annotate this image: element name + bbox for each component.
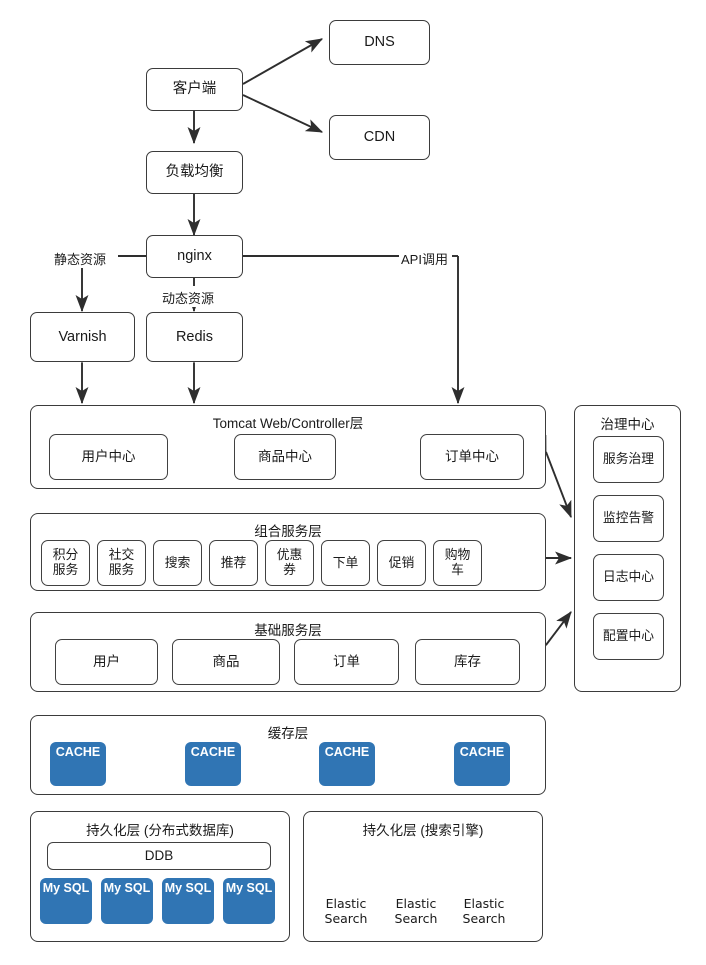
tomcat-layer-title: Tomcat Web/Controller层: [212, 416, 364, 431]
tomcat-item-label: 订单中心: [445, 449, 499, 465]
node-load-balancer[interactable]: 负载均衡: [146, 151, 243, 194]
mysql-label: My SQL: [42, 881, 90, 895]
governance-center: 治理中心 服务治理 监控告警 日志中心 配置中心: [574, 405, 681, 692]
composite-item-coupon[interactable]: 优惠券: [265, 540, 314, 586]
cache-layer-title: 缓存层: [267, 726, 309, 741]
ddb-node[interactable]: DDB: [47, 842, 271, 870]
governance-item-service-governance[interactable]: 服务治理: [593, 436, 664, 483]
edge-label-static-resource: 静态资源: [52, 249, 109, 268]
mysql-label: My SQL: [103, 881, 151, 895]
elasticsearch-label: Elastic: [395, 896, 437, 911]
basic-item-order[interactable]: 订单: [294, 639, 399, 685]
elasticsearch-node[interactable]: Elastic Search: [456, 896, 512, 926]
elasticsearch-node[interactable]: Elastic Search: [388, 896, 444, 926]
basic-item-label: 库存: [454, 654, 481, 670]
basic-service-layer: 基础服务层 用户 商品 订单 库存: [30, 612, 546, 692]
mysql-node[interactable]: My SQL: [162, 878, 214, 924]
governance-item-label: 配置中心: [602, 628, 655, 644]
persistence-search-layer: 持久化层 (搜索引擎): [303, 811, 543, 942]
node-varnish-label: Varnish: [58, 328, 107, 345]
composite-item-place-order[interactable]: 下单: [321, 540, 370, 586]
composite-item-shopping-cart[interactable]: 购物车: [433, 540, 482, 586]
governance-item-monitoring-alert[interactable]: 监控告警: [593, 495, 664, 542]
composite-item-label: 下单: [332, 554, 359, 570]
cache-node[interactable]: CACHE: [454, 742, 510, 786]
elasticsearch-node[interactable]: Elastic Search: [318, 896, 374, 926]
composite-service-layer: 组合服务层 积分服务 社交服务 搜索 推荐 优惠券 下单 促销 购物车: [30, 513, 546, 591]
elasticsearch-label: Elastic: [325, 896, 367, 911]
cache-node-label: CACHE: [324, 745, 370, 759]
composite-item-label: 推荐: [220, 554, 247, 570]
persistence-database-layer: 持久化层 (分布式数据库) DDB My SQL My SQL My SQL M…: [30, 811, 290, 942]
node-redis[interactable]: Redis: [146, 312, 243, 362]
node-cdn[interactable]: CDN: [329, 115, 430, 160]
composite-item-label: 社交服务: [108, 547, 135, 577]
ddb-label: DDB: [144, 848, 174, 864]
persistence-database-title: 持久化层 (分布式数据库): [86, 823, 234, 838]
node-client[interactable]: 客户端: [146, 68, 243, 111]
edge-label-api-call: API调用: [399, 249, 450, 268]
mysql-label: My SQL: [164, 881, 212, 895]
composite-item-promotion[interactable]: 促销: [377, 540, 426, 586]
basic-item-label: 订单: [333, 654, 360, 670]
persistence-search-title: 持久化层 (搜索引擎): [362, 823, 484, 838]
node-dns[interactable]: DNS: [329, 20, 430, 65]
composite-item-label: 搜索: [164, 554, 191, 570]
node-redis-label: Redis: [175, 328, 214, 345]
tomcat-layer: Tomcat Web/Controller层 用户中心 商品中心 订单中心: [30, 405, 546, 489]
cache-node[interactable]: CACHE: [50, 742, 106, 786]
composite-item-recommend[interactable]: 推荐: [209, 540, 258, 586]
node-varnish[interactable]: Varnish: [30, 312, 135, 362]
basic-item-user[interactable]: 用户: [55, 639, 158, 685]
governance-item-label: 监控告警: [602, 510, 655, 526]
governance-item-log-center[interactable]: 日志中心: [593, 554, 664, 601]
cache-node-label: CACHE: [55, 745, 101, 759]
composite-item-label: 促销: [388, 554, 415, 570]
basic-item-inventory[interactable]: 库存: [415, 639, 520, 685]
governance-center-title: 治理中心: [600, 417, 655, 432]
governance-item-label: 服务治理: [602, 451, 655, 467]
basic-item-label: 商品: [212, 654, 240, 670]
cache-node[interactable]: CACHE: [319, 742, 375, 786]
node-cdn-label: CDN: [363, 129, 396, 146]
composite-item-search[interactable]: 搜索: [153, 540, 202, 586]
tomcat-item-user-center[interactable]: 用户中心: [49, 434, 168, 480]
node-dns-label: DNS: [364, 34, 395, 51]
composite-item-label: 购物车: [444, 547, 471, 577]
node-load-balancer-label: 负载均衡: [165, 164, 224, 181]
edge-label-dynamic-resource: 动态资源: [160, 288, 217, 307]
basic-item-label: 用户: [93, 654, 120, 670]
cache-node-label: CACHE: [459, 745, 505, 759]
cache-layer: 缓存层 CACHE CACHE CACHE CACHE: [30, 715, 546, 795]
elasticsearch-label: Search: [462, 911, 506, 926]
tomcat-item-order-center[interactable]: 订单中心: [420, 434, 524, 480]
mysql-node[interactable]: My SQL: [223, 878, 275, 924]
elasticsearch-label: Elastic: [463, 896, 505, 911]
governance-item-config-center[interactable]: 配置中心: [593, 613, 664, 660]
node-client-label: 客户端: [172, 81, 217, 98]
node-nginx-label: nginx: [177, 248, 212, 265]
tomcat-item-product-center[interactable]: 商品中心: [234, 434, 336, 480]
tomcat-item-label: 商品中心: [258, 449, 312, 465]
composite-service-layer-title: 组合服务层: [254, 524, 322, 539]
composite-item-social-service[interactable]: 社交服务: [97, 540, 146, 586]
elasticsearch-label: Search: [324, 911, 368, 926]
composite-item-points-service[interactable]: 积分服务: [41, 540, 90, 586]
composite-item-label: 积分服务: [52, 547, 79, 577]
cache-node-label: CACHE: [190, 745, 236, 759]
mysql-label: My SQL: [225, 881, 273, 895]
mysql-node[interactable]: My SQL: [40, 878, 92, 924]
node-nginx[interactable]: nginx: [146, 235, 243, 278]
cache-node[interactable]: CACHE: [185, 742, 241, 786]
mysql-node[interactable]: My SQL: [101, 878, 153, 924]
tomcat-item-label: 用户中心: [81, 449, 136, 465]
composite-item-label: 优惠券: [276, 547, 303, 577]
basic-service-layer-title: 基础服务层: [254, 623, 322, 638]
basic-item-product[interactable]: 商品: [172, 639, 280, 685]
elasticsearch-label: Search: [394, 911, 438, 926]
governance-item-label: 日志中心: [602, 569, 655, 585]
